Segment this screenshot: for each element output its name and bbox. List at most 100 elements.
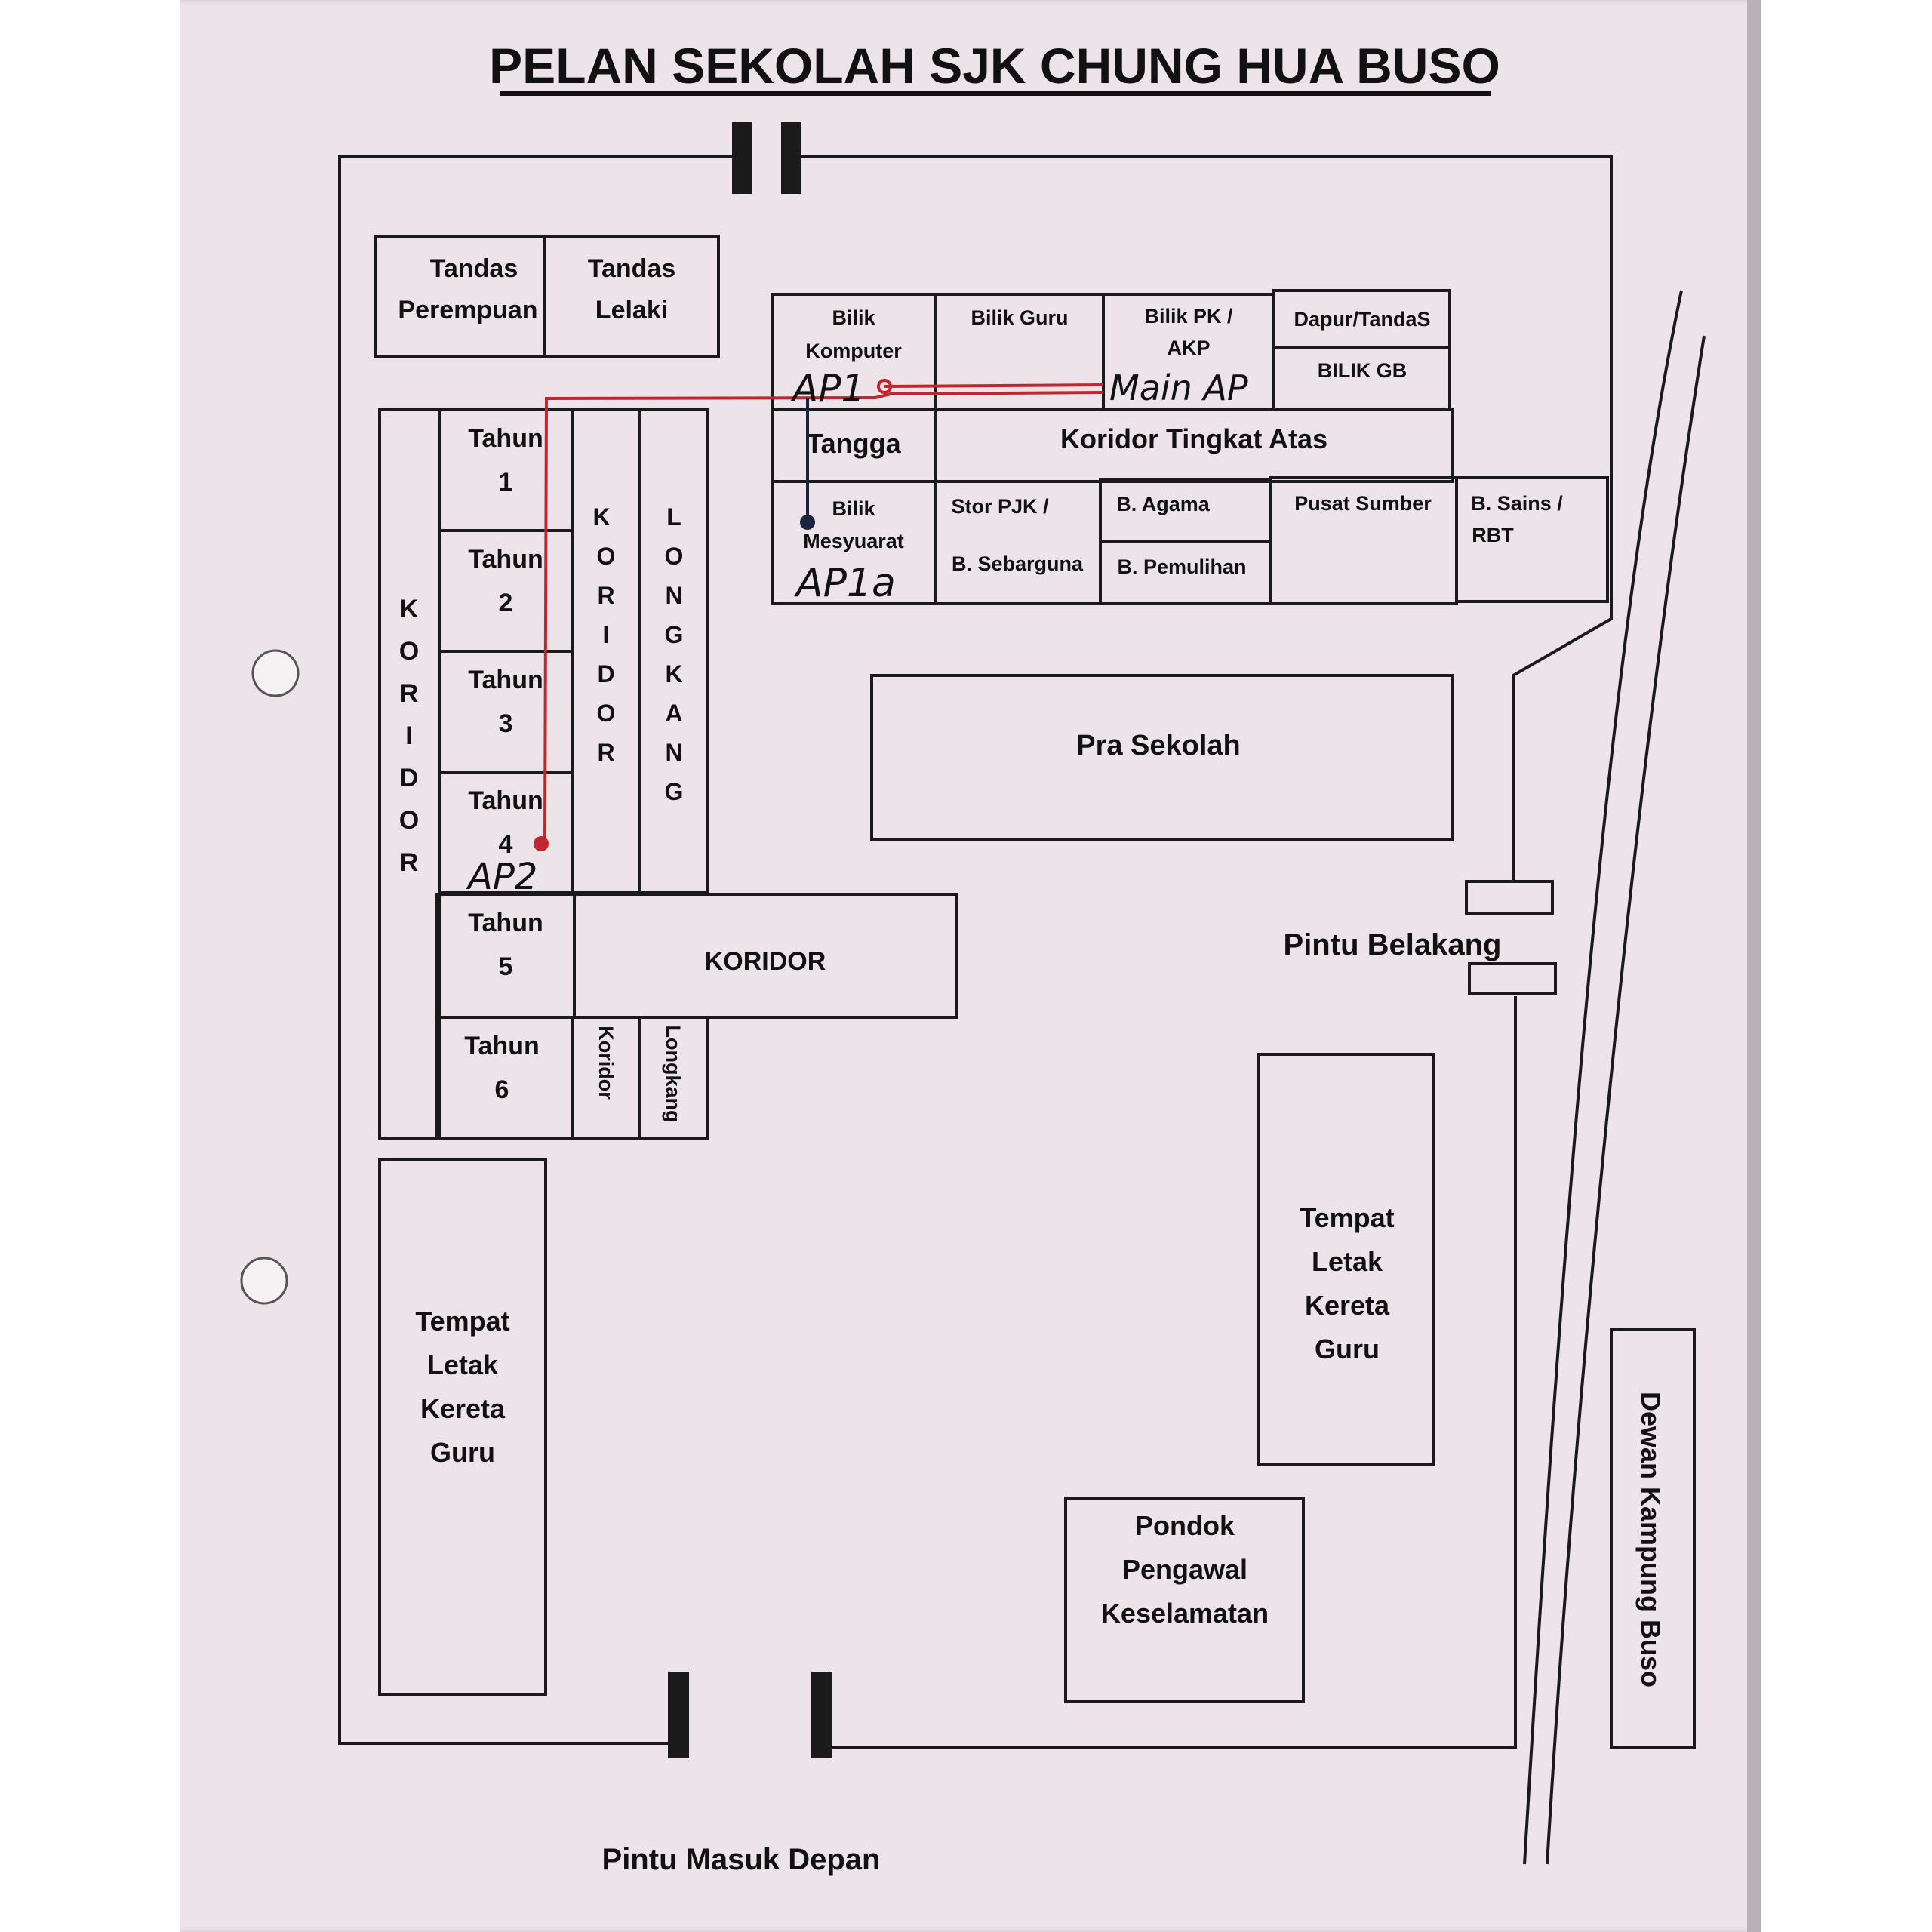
bilik-guru-label: Bilik Guru — [971, 306, 1068, 329]
ap1-marker — [877, 379, 892, 394]
tempat-letak-kiri-label-3: Kereta — [420, 1393, 506, 1424]
page-title: PELAN SEKOLAH SJK CHUNG HUA BUSO — [489, 38, 1500, 94]
longkang-room — [638, 408, 709, 894]
pra-sekolah-label: Pra Sekolah — [1076, 730, 1241, 761]
svg-text:K: K — [400, 595, 419, 623]
ap1a-annotation: AP1a — [794, 561, 896, 606]
pintu-depan-label: Pintu Masuk Depan — [602, 1843, 881, 1876]
tahun-3-label-1: Tahun — [468, 666, 543, 694]
svg-text:N: N — [665, 582, 682, 609]
longkang-small-room — [638, 1016, 709, 1140]
tahun-5-label-1: Tahun — [468, 909, 543, 937]
stor-label-1: Stor PJK / — [951, 495, 1049, 518]
main-ap-annotation: Main AP — [1109, 368, 1248, 408]
svg-text:G: G — [665, 621, 684, 648]
pra-sekolah-room — [870, 674, 1454, 841]
ap2-marker — [534, 836, 549, 851]
koridor-atas-label: Koridor Tingkat Atas — [1060, 423, 1327, 454]
bilik-pk-label-1: Bilik PK / — [1144, 305, 1233, 328]
svg-text:D: D — [400, 764, 419, 792]
bilik-gb-label: BILIK GB — [1318, 359, 1407, 382]
svg-text:R: R — [597, 739, 614, 766]
koridor-middle-room — [571, 408, 641, 894]
koridor-middle-label: K O R I D O R — [592, 503, 615, 766]
boundary-wall — [800, 155, 1613, 883]
bilik-komputer-label-1: Bilik — [832, 306, 875, 329]
pintu-belakang-label: Pintu Belakang — [1284, 928, 1502, 961]
ap2-annotation: AP2 — [466, 856, 537, 898]
tahun-6-label-2: 6 — [495, 1075, 509, 1104]
ap1a-marker — [800, 515, 815, 530]
paper-sheet — [180, 0, 1757, 1932]
svg-text:L: L — [666, 503, 681, 531]
bilik-mesyuarat-label-1: Bilik — [832, 497, 875, 520]
dewan-label: Dewan Kampung Buso — [1635, 1392, 1666, 1687]
tandas-perempuan-label-1: Tandas — [430, 254, 518, 283]
svg-text:I: I — [603, 621, 610, 648]
tahun-3-label-2: 3 — [499, 709, 513, 738]
tempat-letak-kanan-label-2: Letak — [1312, 1246, 1383, 1277]
bilik-komputer-label-2: Komputer — [805, 340, 902, 362]
binder-hole — [240, 1257, 288, 1305]
koridor-atas-room — [934, 408, 1454, 483]
pusat-sumber-label: Pusat Sumber — [1294, 492, 1432, 515]
pondok-label-2: Pengawal — [1122, 1554, 1247, 1585]
tempat-letak-kiri-room — [378, 1158, 547, 1696]
tahun-5-label-2: 5 — [499, 952, 513, 981]
tempat-letak-kiri-label-2: Letak — [427, 1349, 499, 1380]
ap1-annotation: AP1 — [790, 367, 865, 411]
binder-hole — [251, 649, 300, 697]
tempat-letak-kiri-label-1: Tempat — [415, 1306, 509, 1337]
svg-text:N: N — [665, 739, 682, 766]
road-line — [1523, 290, 1683, 1865]
tandas-lelaki-room — [543, 235, 720, 358]
koridor-mid-label: KORIDOR — [705, 947, 826, 976]
tahun-1-label-2: 1 — [499, 468, 513, 497]
b-pemulihan-label: B. Pemulihan — [1117, 555, 1246, 578]
svg-text:A: A — [665, 700, 682, 727]
boundary-wall — [338, 155, 732, 1745]
svg-text:R: R — [400, 679, 419, 708]
bilik-mesyuarat-label-2: Mesyuarat — [803, 530, 904, 552]
back-gate-post — [1468, 962, 1557, 995]
back-gate-post — [1465, 880, 1554, 915]
svg-text:K: K — [592, 503, 610, 531]
svg-text:R: R — [400, 848, 419, 877]
gate-post — [811, 1672, 832, 1758]
gate-post — [732, 122, 752, 194]
pondok-label-1: Pondok — [1135, 1510, 1235, 1541]
pondok-label-3: Keselamatan — [1101, 1598, 1269, 1629]
paper-edge — [1747, 0, 1761, 1932]
svg-text:I: I — [405, 721, 412, 750]
cable-main-to-ap1 — [884, 383, 1104, 388]
svg-text:O: O — [597, 700, 616, 727]
gate-post — [668, 1672, 689, 1758]
svg-text:O: O — [399, 637, 419, 666]
tahun-4-label-2: 4 — [499, 830, 513, 859]
tempat-letak-kanan-label-1: Tempat — [1300, 1202, 1394, 1233]
bilik-pk-label-2: AKP — [1167, 337, 1210, 359]
svg-text:K: K — [665, 660, 682, 688]
svg-text:O: O — [665, 543, 684, 570]
b-agama-label: B. Agama — [1116, 493, 1211, 515]
dewan-room — [1610, 1328, 1696, 1749]
tandas-lelaki-label-1: Tandas — [588, 254, 676, 283]
cable-main-to-ap2 — [543, 391, 1104, 844]
b-sains-room — [1455, 476, 1609, 603]
pondok-room — [1064, 1497, 1305, 1703]
svg-text:O: O — [597, 543, 616, 570]
tempat-letak-kanan-room — [1257, 1053, 1435, 1466]
koridor-left-label: K O R I D O R — [399, 595, 419, 877]
gate-post — [781, 122, 801, 194]
koridor-small-label: Koridor — [595, 1026, 617, 1100]
tandas-perempuan-label-2: Perempuan — [398, 296, 537, 325]
longkang-small-label: Longkang — [662, 1026, 685, 1123]
boundary-wall — [823, 996, 1517, 1749]
tahun-6-label-1: Tahun — [464, 1032, 539, 1060]
tahun-2-label-1: Tahun — [468, 545, 543, 574]
tempat-letak-kanan-label-4: Guru — [1315, 1334, 1380, 1364]
svg-text:D: D — [597, 660, 614, 688]
tempat-letak-kiri-label-4: Guru — [430, 1437, 495, 1468]
svg-text:R: R — [597, 582, 614, 609]
